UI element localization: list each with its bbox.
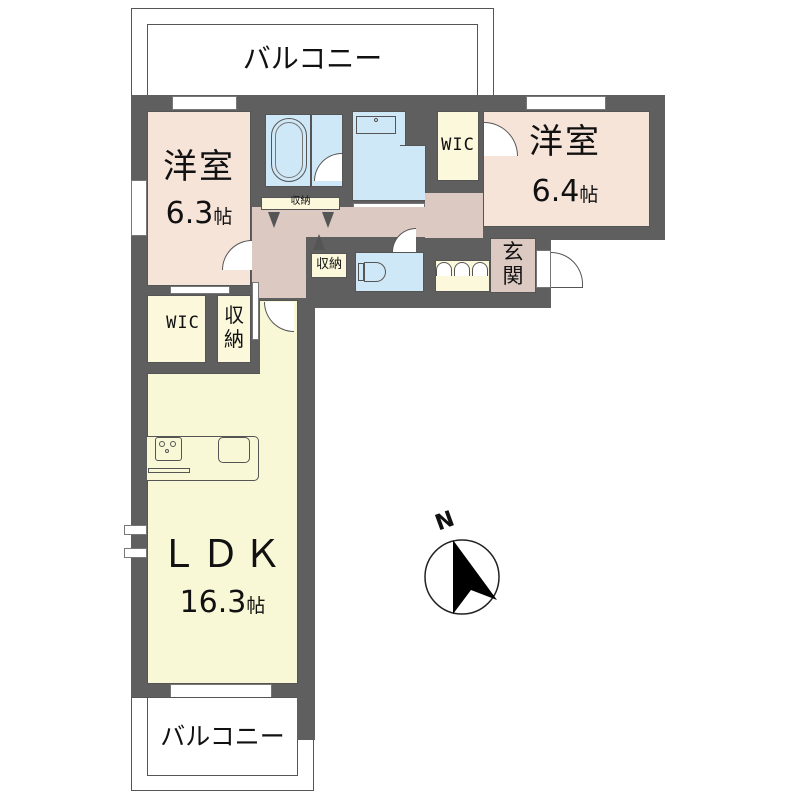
window-ldk-left-1 [124,525,147,535]
sink-icon [218,437,250,463]
ldk [147,373,298,684]
western-room-6-4-label: 洋室 [529,122,601,162]
door-storage-hall-top-left[interactable] [268,212,280,228]
storage-left [217,295,251,363]
washbasin-icon [356,116,396,134]
kitchen-shelf [148,468,190,473]
washroom-ext [400,145,426,201]
balcony-top-label: バルコニー [242,42,383,75]
wic-left-label: WIC [166,313,200,333]
door-storage-hall-small[interactable] [313,234,325,250]
wall-bottom-right [297,697,315,740]
wic-left [147,295,206,363]
washbasin-drain-icon [374,118,378,122]
wic-top [437,111,479,181]
storage-left-door[interactable] [252,282,259,340]
western-room-6-4-size: 6.4帖 [531,174,599,209]
wall-ldk-right [297,300,315,740]
burner-3-icon [165,449,169,453]
entrance-label: 玄関 [502,240,524,289]
balcony-bottom-inner [147,697,298,776]
door-shoe-storage-2[interactable] [454,262,470,276]
door-storage-hall-top-right[interactable] [322,212,334,228]
entrance-frame [536,250,551,288]
balcony-top-inner [147,24,478,96]
bathtub-inner-icon [275,122,303,178]
entrance [490,238,536,293]
storage-hall-top [261,197,340,210]
storage-left-label: 収納 [224,303,244,351]
burner-1-icon [159,441,165,447]
storage-hall-small [311,253,347,278]
window-room-left [172,96,237,110]
storage-hall-top-label: 収納 [290,196,311,207]
western-room-6-4 [483,111,650,227]
compass-north-label: N [432,506,458,537]
window-ldk-left-2 [124,548,147,558]
toilet-icon [364,262,386,282]
western-room-6-3-size: 6.3帖 [165,196,233,231]
wic-top-label: WIC [441,135,475,155]
ldk-size: 16.3帖 [179,585,266,620]
front-door[interactable] [551,252,583,288]
toilet-tank-icon [358,263,364,281]
compass-arrow-icon [424,539,500,615]
door-shoe-storage-1[interactable] [436,262,452,276]
wic-left-sliding-door[interactable] [170,286,230,294]
ldk-label: ＬＤＫ [159,532,286,576]
western-room-6-3-label: 洋室 [163,147,235,187]
hallway-lower [252,230,306,298]
storage-hall-small-label: 収納 [315,257,342,272]
door-shoe-storage-3[interactable] [472,262,488,276]
hallway-right [425,193,483,238]
bath-divider [310,114,312,187]
window-room-right [526,96,606,110]
burner-2-icon [170,441,176,447]
window-ldk-bottom [170,684,272,698]
window-left-side [131,180,147,236]
balcony-bottom-label: バルコニー [160,722,285,751]
compass: N [420,507,500,615]
